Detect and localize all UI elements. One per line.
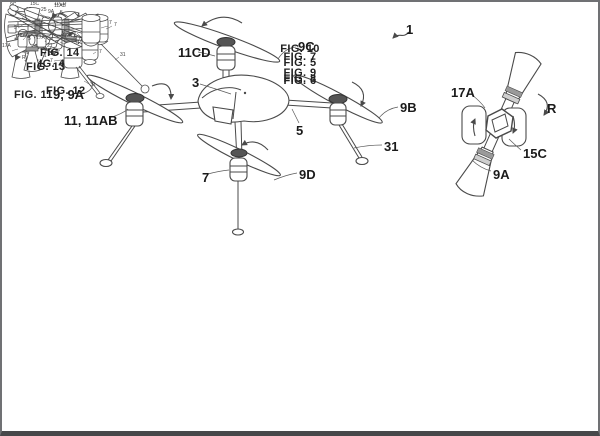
figure-caption: FIG. 5 [283, 57, 317, 69]
ref-label: 31 [90, 82, 96, 88]
detail-rotor-art [455, 51, 550, 197]
figure-9-block: 9A 15A 17A 21 FIG. 9 [2, 7, 316, 431]
ref-label-9c: 9C [298, 39, 315, 54]
ref-label: 15C [30, 1, 40, 7]
fig14-art [7, 12, 109, 47]
ref-label-11cd: 11CD [178, 45, 211, 60]
ref-label: 25 [41, 7, 47, 13]
ref-label-5: 5 [296, 123, 304, 138]
figure-caption: FIG. 14 [40, 47, 80, 59]
figure-caption: FIG. 8 [283, 73, 317, 85]
ref-label-1: 1 [406, 22, 414, 37]
ref-label: 17A [36, 35, 45, 41]
ref-label: 7 [109, 20, 112, 26]
ref-label: 7 [99, 49, 102, 55]
ref-label: 5 [28, 36, 31, 42]
ref-label: 7 [50, 58, 53, 64]
ref-label: 5 [62, 34, 65, 40]
ref-label-9a: 9A [493, 167, 510, 182]
ref-label-31: 31 [384, 139, 399, 154]
figure-caption: FIG. 4 [32, 58, 65, 70]
ref-label: 11CD [54, 1, 67, 7]
fig11-art [7, 8, 105, 99]
ref-label: R [22, 55, 26, 61]
figure-caption: FIG. 9 [283, 67, 317, 79]
ref-label: 5 [60, 10, 63, 16]
quadcopter-art [81, 16, 410, 236]
ref-label-9b: 9B [400, 100, 417, 115]
figure-caption: FIG. 7 [283, 51, 317, 63]
figure-caption: FIG. 13 [26, 61, 66, 73]
ref-label-9-9a: 9, 9A [53, 87, 85, 102]
ref-label-7: 7 [202, 170, 210, 185]
ref-label: 5 [14, 25, 17, 31]
figure-caption: FIG. 10 [280, 43, 320, 55]
ref-label-r: R [547, 101, 557, 116]
ref-label: 19 [50, 51, 56, 57]
figure-caption: FIG. 6 [283, 75, 317, 87]
figure-caption: FIG. 11 [14, 89, 53, 101]
ref-label: 21 [47, 43, 53, 49]
ref-label: 31 [74, 40, 80, 46]
ref-label-17a: 17A [451, 85, 475, 100]
ref-label-9d: 9D [299, 167, 316, 182]
main-drawing-art [81, 16, 550, 236]
figure-5-block: 25, 27 21 FIG. 5 [2, 12, 316, 382]
ref-label: 17A [2, 43, 11, 49]
figure-4-block: 27 25 23 19 R FIG. 4 [2, 8, 90, 312]
ref-label: 15C [48, 51, 58, 57]
ref-label: 31 [49, 51, 55, 57]
ref-label: 11AB [54, 3, 66, 9]
ref-label-11-11ab: 11, 11AB [64, 113, 118, 128]
ref-label-15c: 15C [523, 146, 547, 161]
ref-label: 31 [120, 52, 126, 58]
figure-caption: FIG. 12 [46, 85, 86, 97]
ref-label: 9A [48, 9, 55, 15]
ref-label: 7 [114, 22, 117, 28]
ref-label-3: 3 [192, 75, 200, 90]
